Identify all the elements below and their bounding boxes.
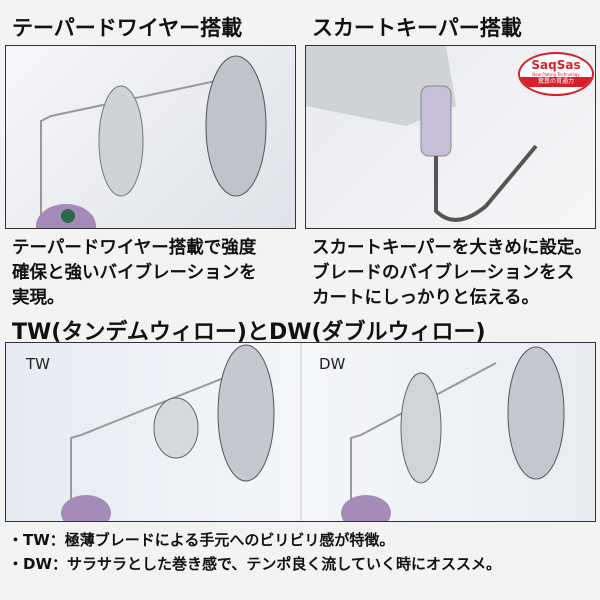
- comparison-heading: TW(タンデムウィロー)とDW(ダブルウィロー): [12, 320, 486, 345]
- comparison-photo: TW DW: [5, 342, 596, 522]
- skirt-keeper-photo: SaqSas New Plating Technology 驚異の貫通力: [305, 45, 596, 229]
- saqsas-logo: SaqSas New Plating Technology 驚異の貫通力: [518, 52, 594, 96]
- skirt-keeper-description: スカートキーパーを大きめに設定。 ブレードのバイブレーションをス カートにしっか…: [312, 238, 592, 308]
- skirt-keeper-heading: スカートキーパー搭載: [312, 16, 522, 40]
- tapered-wire-heading: テーパードワイヤー搭載: [12, 16, 243, 40]
- tapered-wire-description: テーパードワイヤー搭載で強度 確保と強いバイブレーションを 実現。: [12, 238, 257, 308]
- tw-bullet: ・TW：極薄ブレードによる手元へのビリビリ感が特徴。: [8, 531, 395, 549]
- dw-label: DW: [319, 355, 346, 373]
- tapered-wire-photo: [5, 45, 296, 229]
- tw-label: TW: [26, 355, 50, 373]
- dw-bullet: ・DW：サラサラとした巻き感で、テンポ良く流していく時にオススメ。: [8, 555, 501, 573]
